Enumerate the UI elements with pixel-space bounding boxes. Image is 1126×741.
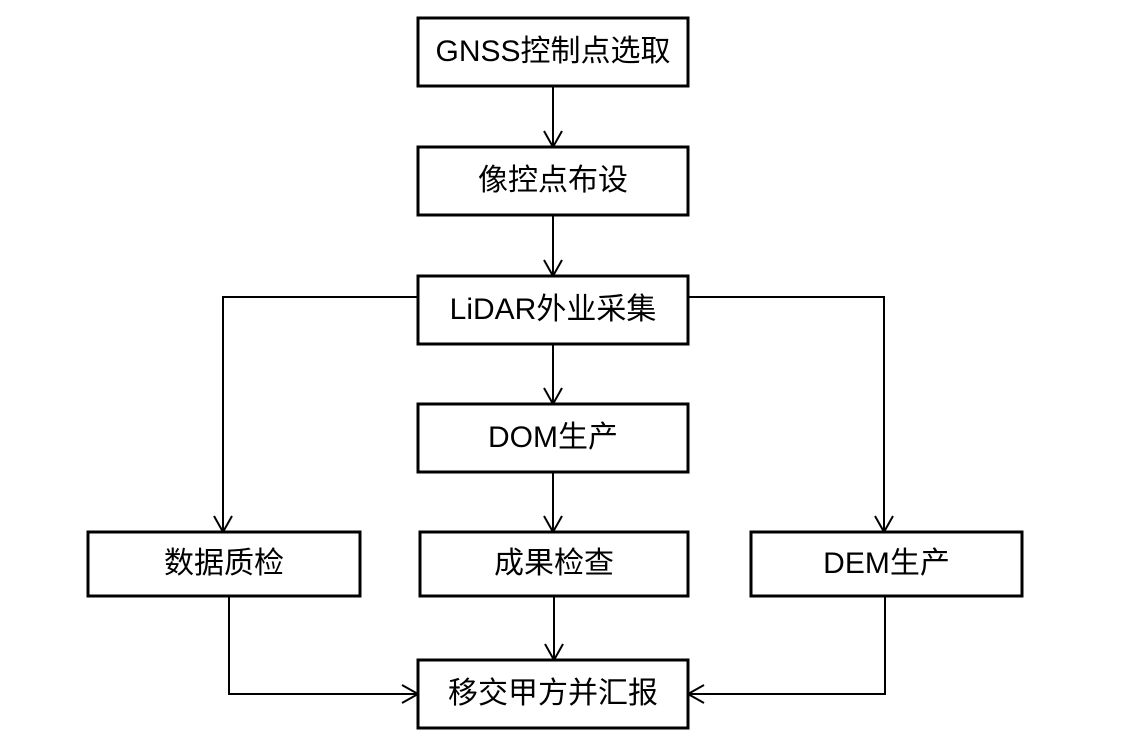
flow-node-dem[interactable]: DEM生产	[749, 530, 1024, 598]
flow-node-box-gnss	[416, 16, 690, 88]
flow-edge-e-lidar-dem	[688, 296, 894, 535]
flow-node-label-chengguo: 成果检查	[494, 547, 614, 580]
flow-node-label-yijiao: 移交甲方并汇报	[448, 677, 658, 710]
flow-edge-line-e-lidar-dem	[688, 296, 885, 532]
flow-node-box-chengguo	[418, 530, 690, 598]
flow-edge-e-chengguo-yijiao	[544, 596, 564, 663]
flow-node-lidar[interactable]: LiDAR外业采集	[416, 274, 690, 346]
flow-edge-line-e-lidar-zhijian	[222, 296, 418, 532]
flow-node-chengguo[interactable]: 成果检查	[418, 530, 690, 598]
flow-edge-e-dom-chengguo	[543, 472, 563, 535]
flow-edge-e-zhijian-yijiao	[228, 596, 421, 704]
flow-node-dom[interactable]: DOM生产	[416, 402, 690, 474]
flow-node-xiangkong[interactable]: 像控点布设	[416, 145, 690, 217]
flow-node-box-zhijian	[86, 530, 362, 598]
flow-node-box-dom	[416, 402, 690, 474]
flow-edge-line-e-dem-yijiao	[688, 596, 886, 695]
flow-edge-line-e-zhijian-yijiao	[228, 596, 418, 695]
flow-node-gnss[interactable]: GNSS控制点选取	[416, 16, 690, 88]
flow-edge-e-xiangkong-lidar	[543, 215, 563, 279]
flow-node-yijiao[interactable]: 移交甲方并汇报	[416, 658, 690, 730]
flow-edge-e-lidar-dom	[543, 344, 563, 407]
flow-edge-e-dem-yijiao	[685, 596, 886, 704]
flow-node-box-dem	[749, 530, 1024, 598]
flow-node-zhijian[interactable]: 数据质检	[86, 530, 362, 598]
flow-node-box-yijiao	[416, 658, 690, 730]
flow-edge-e-gnss-xiangkong	[543, 86, 563, 150]
flow-node-box-xiangkong	[416, 145, 690, 217]
flow-node-box-lidar	[416, 274, 690, 346]
flow-edge-e-lidar-zhijian	[213, 296, 418, 535]
flow-node-label-dem: DEM生产	[823, 547, 950, 580]
flow-node-label-zhijian: 数据质检	[164, 547, 284, 580]
flow-node-label-lidar: LiDAR外业采集	[450, 293, 657, 326]
flow-node-label-dom: DOM生产	[488, 421, 618, 454]
flow-node-label-xiangkong: 像控点布设	[478, 164, 628, 197]
flow-node-label-gnss: GNSS控制点选取	[435, 35, 670, 68]
